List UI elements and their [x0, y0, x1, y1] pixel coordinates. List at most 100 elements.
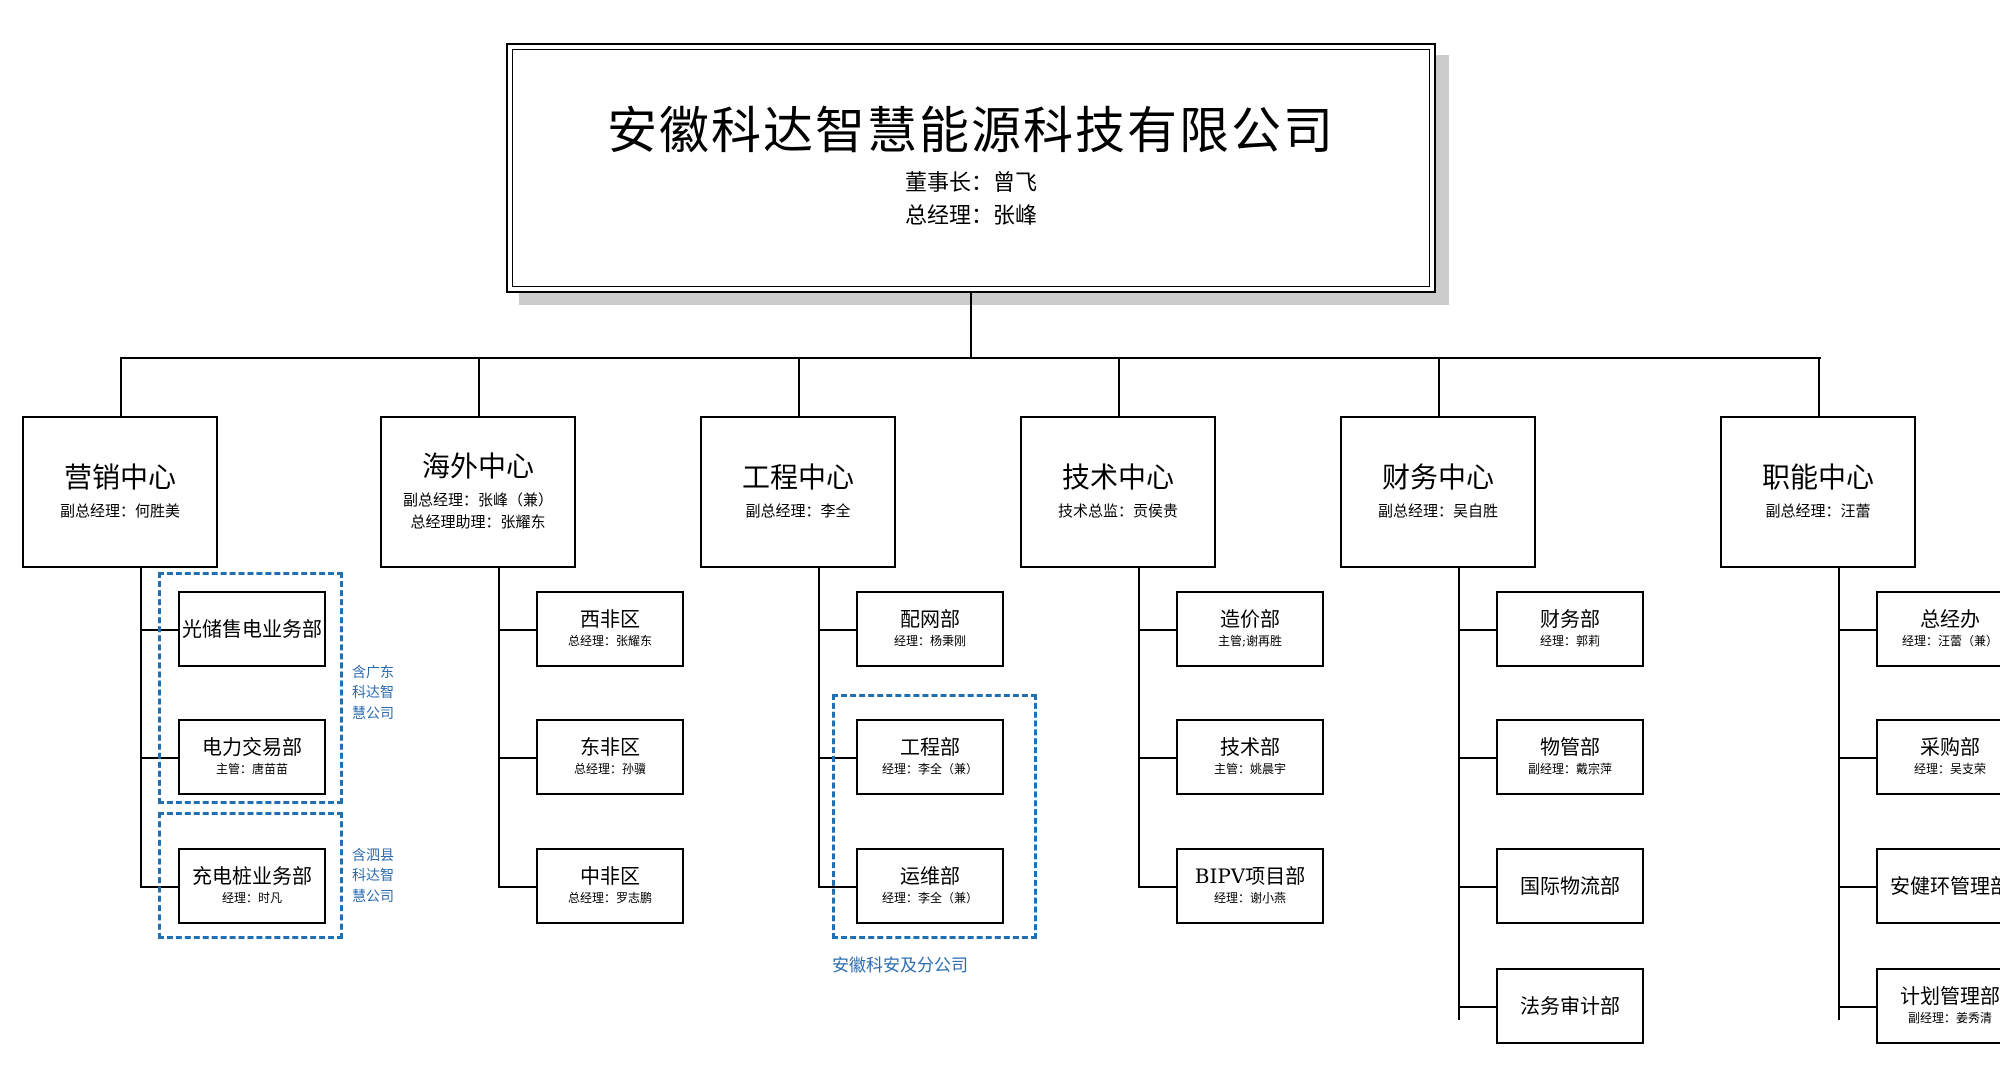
- branch-overseas-2: [498, 886, 536, 888]
- spine-functional: [1838, 568, 1840, 1020]
- center-box-overseas[interactable]: 海外中心 副总经理：张峰（兼） 总经理助理：张耀东: [380, 416, 576, 568]
- dept-sub-technology-dept: 主管：姚晨宇: [1213, 762, 1286, 777]
- spine-finance: [1458, 568, 1460, 1020]
- dept-box-legal-audit[interactable]: 法务审计部: [1496, 968, 1644, 1044]
- dashed-group-kean: [832, 694, 1037, 939]
- dept-title-legal-audit: 法务审计部: [1520, 993, 1620, 1018]
- branch-functional-2: [1838, 886, 1876, 888]
- dept-sub-property-management: 副经理：戴宗萍: [1527, 762, 1612, 777]
- center-subtitle-engineering-0: 副总经理：李全: [745, 501, 851, 520]
- dept-box-engineering-dept[interactable]: 工程部 经理：李全（兼）: [856, 719, 1004, 795]
- annotation-sixian: 含泗县科达智慧公司: [352, 848, 394, 905]
- center-box-engineering[interactable]: 工程中心 副总经理：李全: [700, 416, 896, 568]
- stem-to-center-finance: [1438, 357, 1440, 416]
- branch-engineering-2: [818, 886, 856, 888]
- stem-to-center-marketing: [120, 357, 122, 416]
- root-trunk-line: [970, 293, 972, 359]
- branch-technology-2: [1138, 886, 1176, 888]
- root-company-inner-border: 安徽科达智慧能源科技有限公司 董事长：曾飞 总经理：张峰: [512, 49, 1430, 287]
- dept-title-engineering-dept: 工程部: [900, 735, 960, 760]
- dept-sub-charging-pile: 经理：时凡: [221, 891, 282, 906]
- dept-title-distribution-network: 配网部: [900, 607, 960, 632]
- annotation-guangdong: 含广东科达智慧公司: [352, 665, 394, 722]
- root-company-box[interactable]: 安徽科达智慧能源科技有限公司 董事长：曾飞 总经理：张峰: [506, 43, 1436, 293]
- branch-engineering-0: [818, 629, 856, 631]
- dept-sub-central-africa: 总经理：罗志鹏: [567, 891, 652, 906]
- dept-title-central-africa: 中非区: [580, 864, 640, 889]
- branch-overseas-1: [498, 757, 536, 759]
- dept-box-photovoltaic-sales[interactable]: 光储售电业务部: [178, 591, 326, 667]
- dept-sub-east-africa: 总经理：孙骥: [573, 762, 646, 777]
- dept-box-power-trading[interactable]: 电力交易部 主管：唐苗苗: [178, 719, 326, 795]
- branch-technology-0: [1138, 629, 1176, 631]
- company-name: 安徽科达智慧能源科技有限公司: [607, 102, 1335, 161]
- dept-box-procurement[interactable]: 采购部 经理：吴支荣: [1876, 719, 2000, 795]
- company-chairman: 董事长：曾飞: [904, 170, 1037, 196]
- dept-box-distribution-network[interactable]: 配网部 经理：杨秉刚: [856, 591, 1004, 667]
- center-title-overseas: 海外中心: [421, 450, 534, 484]
- center-title-technology: 技术中心: [1061, 461, 1174, 495]
- dept-box-gm-office[interactable]: 总经办 经理：汪蕾（兼）: [1876, 591, 2000, 667]
- dept-title-east-africa: 东非区: [580, 735, 640, 760]
- dashed-group-guangdong: [158, 572, 343, 804]
- branch-engineering-1: [818, 757, 856, 759]
- dept-title-photovoltaic-sales: 光储售电业务部: [182, 616, 322, 641]
- dept-sub-gm-office: 经理：汪蕾（兼）: [1901, 634, 1998, 649]
- dept-box-finance-dept[interactable]: 财务部 经理：郭莉: [1496, 591, 1644, 667]
- center-title-functional: 职能中心: [1761, 461, 1874, 495]
- dept-box-technology-dept[interactable]: 技术部 主管：姚晨宇: [1176, 719, 1324, 795]
- dept-sub-planning-management: 副经理：姜秀清: [1907, 1011, 1992, 1026]
- branch-finance-3: [1458, 1006, 1496, 1008]
- spine-marketing: [140, 568, 142, 888]
- dept-box-operations-maintenance[interactable]: 运维部 经理：李全（兼）: [856, 848, 1004, 924]
- company-general-manager: 总经理：张峰: [904, 203, 1037, 229]
- dept-sub-procurement: 经理：吴支荣: [1913, 762, 1986, 777]
- center-box-technology[interactable]: 技术中心 技术总监：贡侯贵: [1020, 416, 1216, 568]
- dept-box-planning-management[interactable]: 计划管理部 副经理：姜秀清: [1876, 968, 2000, 1044]
- dept-box-west-africa[interactable]: 西非区 总经理：张耀东: [536, 591, 684, 667]
- dept-box-international-logistics[interactable]: 国际物流部: [1496, 848, 1644, 924]
- dept-title-property-management: 物管部: [1540, 735, 1600, 760]
- dept-sub-power-trading: 主管：唐苗苗: [215, 762, 288, 777]
- dept-title-power-trading: 电力交易部: [202, 735, 302, 760]
- stem-to-center-overseas: [478, 357, 480, 416]
- dept-title-bipv-project: BIPV项目部: [1194, 864, 1306, 889]
- dept-box-property-management[interactable]: 物管部 副经理：戴宗萍: [1496, 719, 1644, 795]
- dept-title-charging-pile: 充电桩业务部: [192, 864, 312, 889]
- stem-to-center-functional: [1818, 357, 1820, 416]
- center-box-marketing[interactable]: 营销中心 副总经理：何胜美: [22, 416, 218, 568]
- center-box-finance[interactable]: 财务中心 副总经理：吴自胜: [1340, 416, 1536, 568]
- dept-title-technology-dept: 技术部: [1220, 735, 1280, 760]
- dept-title-gm-office: 总经办: [1920, 607, 1980, 632]
- dept-sub-distribution-network: 经理：杨秉刚: [893, 634, 966, 649]
- dept-title-planning-management: 计划管理部: [1900, 984, 2000, 1009]
- dept-box-bipv-project[interactable]: BIPV项目部 经理：谢小燕: [1176, 848, 1324, 924]
- dept-title-operations-maintenance: 运维部: [900, 864, 960, 889]
- branch-functional-0: [1838, 629, 1876, 631]
- center-subtitle-finance-0: 副总经理：吴自胜: [1377, 501, 1498, 520]
- annotation-kean-branch: 安徽科安及分公司: [832, 956, 968, 976]
- dept-title-procurement: 采购部: [1920, 735, 1980, 760]
- branch-technology-1: [1138, 757, 1176, 759]
- dept-sub-bipv-project: 经理：谢小燕: [1213, 891, 1286, 906]
- level2-bus-line: [121, 357, 1821, 359]
- center-title-marketing: 营销中心: [63, 461, 176, 495]
- dept-box-charging-pile[interactable]: 充电桩业务部 经理：时凡: [178, 848, 326, 924]
- dept-sub-engineering-dept: 经理：李全（兼）: [881, 762, 978, 777]
- dept-box-central-africa[interactable]: 中非区 总经理：罗志鹏: [536, 848, 684, 924]
- dept-sub-finance-dept: 经理：郭莉: [1539, 634, 1600, 649]
- branch-finance-1: [1458, 757, 1496, 759]
- dept-title-international-logistics: 国际物流部: [1520, 873, 1620, 898]
- spine-overseas: [498, 568, 500, 888]
- branch-functional-1: [1838, 757, 1876, 759]
- branch-finance-2: [1458, 886, 1496, 888]
- dept-box-cost-estimation[interactable]: 造价部 主管;谢再胜: [1176, 591, 1324, 667]
- dept-title-cost-estimation: 造价部: [1220, 607, 1280, 632]
- dept-box-hse-management[interactable]: 安健环管理部: [1876, 848, 2000, 924]
- branch-finance-0: [1458, 629, 1496, 631]
- center-title-finance: 财务中心: [1381, 461, 1494, 495]
- dept-box-east-africa[interactable]: 东非区 总经理：孙骥: [536, 719, 684, 795]
- center-box-functional[interactable]: 职能中心 副总经理：汪蕾: [1720, 416, 1916, 568]
- center-subtitle-overseas-1: 总经理助理：张耀东: [410, 512, 546, 531]
